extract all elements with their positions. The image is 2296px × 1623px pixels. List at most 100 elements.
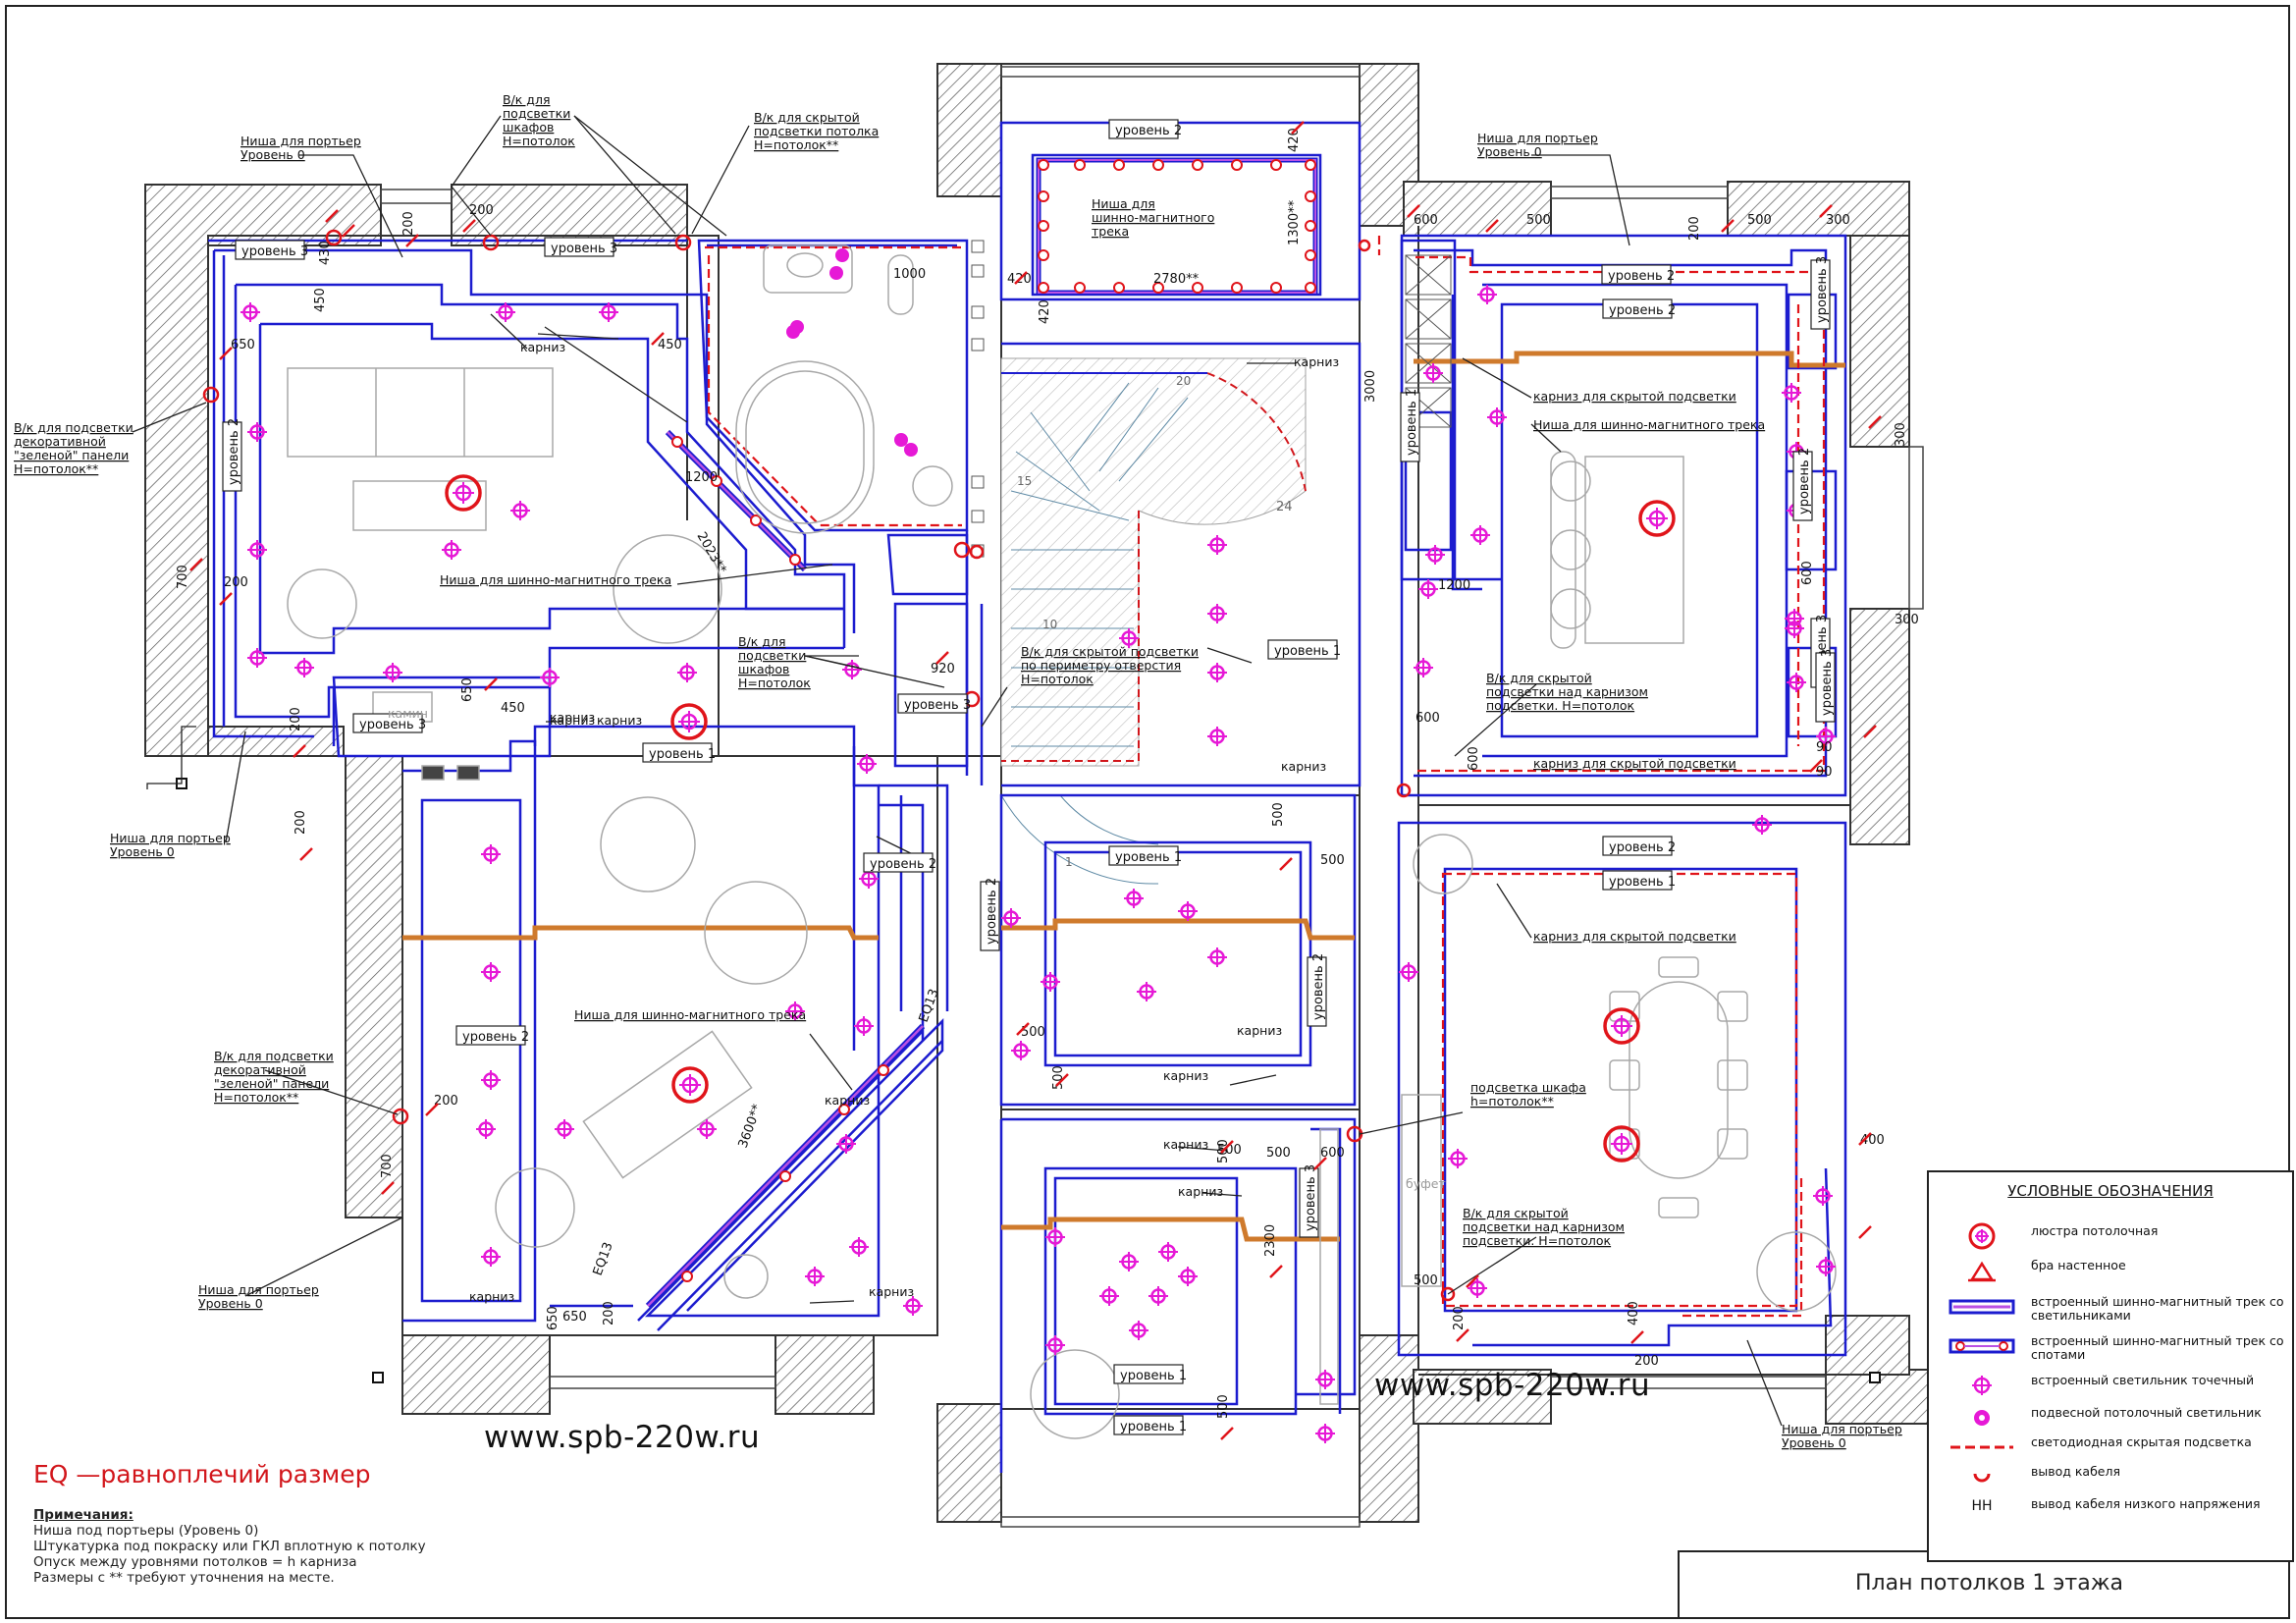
level-label: уровень 2 [1307, 953, 1327, 1027]
windows [380, 66, 1924, 1528]
cornice-label: карниз [1163, 1137, 1208, 1152]
svg-text:200: 200 [294, 810, 308, 835]
svg-text:1000: 1000 [893, 267, 926, 282]
dimension: 500 [1414, 1273, 1438, 1288]
svg-text:15: 15 [1017, 474, 1032, 488]
svg-text:уровень 1: уровень 1 [649, 747, 716, 762]
svg-text:90: 90 [1816, 765, 1833, 780]
recessed-spot [1099, 1286, 1119, 1306]
svg-text:300: 300 [1894, 422, 1908, 447]
leader-lines [132, 115, 1783, 1427]
svg-text:300: 300 [1826, 213, 1850, 228]
cornice-label: карниз [550, 710, 595, 725]
dimension: 450 [501, 701, 525, 716]
svg-text:430: 430 [318, 241, 333, 265]
staircase: 24 20 15 10 1 [1000, 357, 1307, 885]
svg-text:420: 420 [1038, 299, 1052, 324]
dimension-tick [1279, 857, 1293, 871]
led-strip-icon [1950, 1445, 2013, 1449]
recessed-spot [1487, 407, 1507, 427]
recessed-spot [1207, 535, 1227, 555]
legend-item-label: вывод кабеля низкого напряжения [2031, 1496, 2261, 1511]
level-labels: уровень 3 уровень 3 уровень 2 уровень 2 уров… [222, 119, 1836, 1435]
low-voltage-cable-icon: НН [1971, 1498, 1993, 1514]
dimension: 200 [224, 575, 248, 590]
svg-text:600: 600 [1320, 1146, 1345, 1161]
svg-text:650: 650 [562, 1310, 587, 1325]
svg-text:уровень 2: уровень 2 [1608, 269, 1675, 284]
level-label: уровень 2 [1601, 264, 1675, 285]
dimension-tick [342, 224, 355, 238]
magnetic-track-lights-icon [1949, 1299, 2015, 1315]
level-label: уровень 1 [1602, 870, 1676, 891]
recessed-spot [903, 1296, 923, 1316]
recessed-spot [1129, 1321, 1148, 1340]
recessed-spot [1207, 604, 1227, 623]
dimension: 2300 [1263, 1224, 1278, 1257]
level-label: уровень 1 [1113, 1364, 1187, 1384]
dimension-tick [219, 347, 233, 360]
svg-text:200: 200 [1634, 1354, 1659, 1369]
magnetic-track-spots-icon [1949, 1338, 2015, 1354]
recessed-spot [247, 540, 267, 560]
dimension-tick [1819, 204, 1833, 218]
dimension: 600 [1415, 711, 1440, 726]
recessed-spot [1816, 1257, 1836, 1276]
dimension: 600 [1800, 561, 1815, 585]
recessed-spot [510, 501, 530, 520]
chandelier [670, 703, 708, 740]
recessed-spot [481, 844, 501, 864]
recessed-spot-icon [1972, 1376, 1992, 1395]
level-label: уровень 3 [1815, 649, 1836, 723]
svg-text:уровень 2: уровень 2 [985, 878, 999, 945]
legend-item-label: встроенный светильник точечный [2031, 1373, 2255, 1387]
level-label: уровень 2 [1602, 836, 1676, 856]
dimension: 1200 [1438, 578, 1470, 593]
legend-item: встроенный шинно-магнитный трек со свети… [1929, 1292, 2292, 1323]
level-label: уровень 3 [352, 713, 426, 733]
dimension: 500 [1526, 213, 1551, 228]
legend-item: светодиодная скрытая подсветка [1929, 1433, 2292, 1462]
cornice-label: карниз [1281, 759, 1326, 774]
svg-text:уровень 1: уровень 1 [1120, 1420, 1187, 1434]
recessed-spot [785, 1001, 805, 1021]
dimension: 500 [1271, 802, 1286, 827]
dimension-tick [935, 651, 949, 665]
dimension-tick [1220, 1427, 1234, 1440]
recessed-spot [1787, 673, 1806, 692]
ceiling-contours [208, 121, 1847, 1473]
svg-text:200: 200 [289, 707, 303, 731]
dimension-tick [1466, 1274, 1479, 1288]
dimension-tick [1269, 1265, 1283, 1278]
recessed-spot [1418, 579, 1438, 599]
dimension: 700 [380, 1154, 395, 1178]
pendant-light [904, 443, 918, 457]
dimension: 650 [546, 1306, 561, 1330]
dimension: 650 [231, 338, 255, 352]
svg-text:450: 450 [501, 701, 525, 716]
dimension-tick [1456, 1328, 1469, 1342]
watermark-left: www.spb-220w.ru [484, 1420, 761, 1455]
dimension-tick [1055, 1073, 1069, 1087]
svg-text:500: 500 [1266, 1146, 1291, 1161]
recessed-spot [247, 422, 267, 442]
recessed-spot [383, 663, 402, 682]
svg-text:920: 920 [931, 662, 955, 676]
dimension-tick [1858, 1225, 1872, 1239]
dimension-tick [1313, 1157, 1327, 1170]
recessed-spot [1207, 663, 1227, 682]
recessed-spot [240, 302, 260, 322]
dimension: 2780** [1153, 272, 1200, 287]
recessed-spot [1782, 383, 1801, 403]
notes-heading: Примечания: [33, 1507, 133, 1523]
pendant-light [835, 248, 849, 262]
recessed-spot [1178, 901, 1198, 921]
svg-text:уровень 2: уровень 2 [462, 1030, 529, 1045]
dimension: 600 [1320, 1146, 1345, 1161]
svg-text:200: 200 [469, 203, 494, 218]
